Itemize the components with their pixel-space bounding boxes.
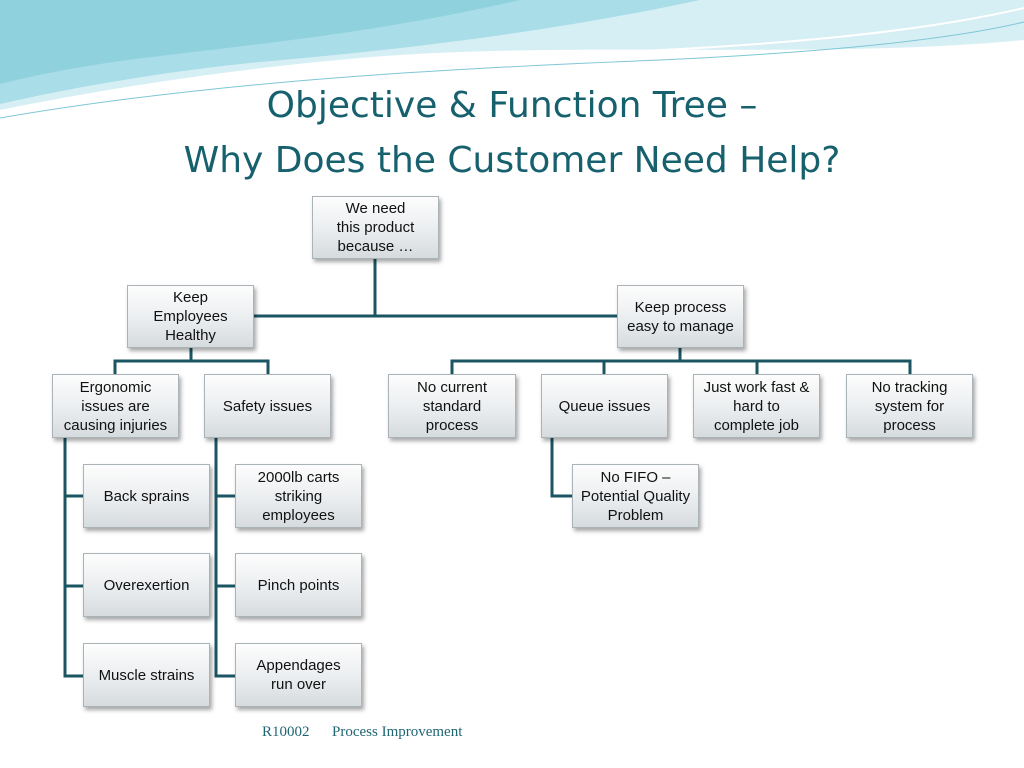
footer-course-code: R10002 <box>262 724 310 740</box>
wave-band-strong <box>0 0 520 84</box>
node-just-work-fast: Just work fast & hard to complete job <box>693 374 820 438</box>
node-ergonomic-issues: Ergonomic issues are causing injuries <box>52 374 179 438</box>
node-pinch-points: Pinch points <box>235 553 362 617</box>
node-muscle-strains: Muscle strains <box>83 643 210 707</box>
node-no-current-standard: No current standard process <box>388 374 516 438</box>
node-safety-issues: Safety issues <box>204 374 331 438</box>
header-wave-decoration <box>0 0 1024 119</box>
footer-course-title: Process Improvement <box>332 724 463 740</box>
node-keep-employees-healthy: Keep Employees Healthy <box>127 285 254 348</box>
node-keep-process-easy: Keep process easy to manage <box>617 285 744 348</box>
node-back-sprains: Back sprains <box>83 464 210 528</box>
node-root: We need this product because … <box>312 196 439 259</box>
wave-line <box>0 7 1024 113</box>
wave-line-2 <box>0 21 1024 119</box>
node-appendages-run-over: Appendages run over <box>235 643 362 707</box>
slide-title-line-2: Why Does the Customer Need Help? <box>183 140 841 181</box>
slide-title-line-1: Objective & Function Tree – <box>266 85 758 126</box>
node-no-fifo: No FIFO – Potential Quality Problem <box>572 464 699 528</box>
node-queue-issues: Queue issues <box>541 374 668 438</box>
node-2000lb-carts: 2000lb carts striking employees <box>235 464 362 528</box>
node-overexertion: Overexertion <box>83 553 210 617</box>
node-no-tracking-system: No tracking system for process <box>846 374 973 438</box>
